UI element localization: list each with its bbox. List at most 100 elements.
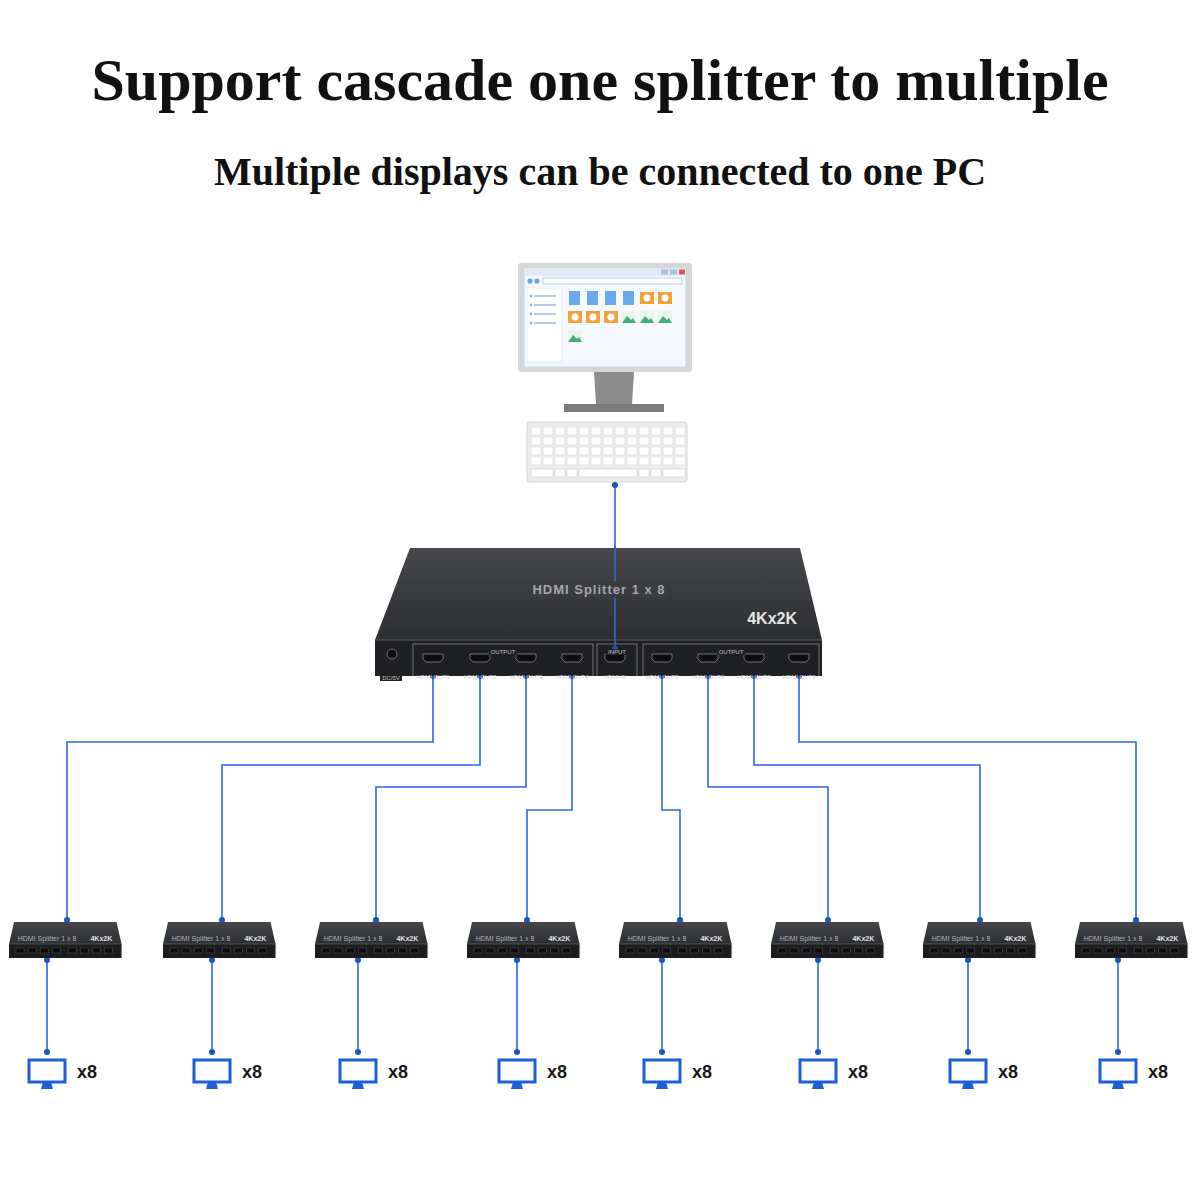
hdmi-socket <box>650 948 658 953</box>
resolution-label: 4Kx2K <box>396 935 418 942</box>
address-bar <box>543 278 682 284</box>
hdmi-socket <box>92 948 100 953</box>
quantity-label: x8 <box>998 1062 1018 1082</box>
hdmi-socket <box>386 948 394 953</box>
monitor-symbol <box>1098 1058 1138 1092</box>
connector-group <box>659 673 683 923</box>
housing-edge <box>467 944 580 945</box>
housing-front <box>467 944 580 958</box>
nav-button <box>534 278 539 283</box>
list-dot <box>530 322 533 325</box>
cascaded-splitter: HDMI Splitter 1 x 84Kx2K <box>1074 920 1189 960</box>
resolution-label: 4Kx2K <box>244 935 266 942</box>
hdmi-socket <box>222 948 230 953</box>
image-mountain <box>622 316 636 323</box>
resolution-label: 4Kx2K <box>700 935 722 942</box>
power-label: DC/5V <box>380 675 402 681</box>
housing-front <box>619 944 732 958</box>
connector-dot <box>815 1049 821 1055</box>
port-group-label: INPUT <box>606 649 628 655</box>
text-slot: HDMI Splitter 1 x 8 <box>628 927 687 945</box>
housing-top <box>467 922 580 944</box>
key <box>663 469 685 477</box>
hdmi-socket <box>498 948 506 953</box>
hdmi-socket <box>1006 948 1014 953</box>
label-slot: Multiple displays can be connected to on… <box>0 148 1200 196</box>
housing-edge <box>619 944 732 945</box>
video-icon <box>640 292 654 304</box>
text-slot: 4Kx2K <box>396 927 418 945</box>
hdmi-socket <box>510 948 518 953</box>
hdmi-socket <box>68 948 76 953</box>
text-slot: 4Kx2K <box>90 927 112 945</box>
resolution-label: 4Kx2K <box>1004 935 1026 942</box>
text-slot: HDMI IN <box>593 665 637 683</box>
quantity-label: x8 <box>692 1062 712 1082</box>
dc-jack <box>387 649 397 659</box>
monitor-frame <box>518 263 692 372</box>
connector-group <box>44 957 50 1055</box>
hdmi-socket <box>1106 948 1114 953</box>
subtitle: Multiple displays can be connected to on… <box>214 149 986 194</box>
hdmi-port: HDMI OUT4 <box>550 650 594 676</box>
cable-connector <box>376 676 526 920</box>
text-slot: HDMI OUT1 <box>411 665 455 683</box>
device-label: HDMI Splitter 1 x 8 <box>628 935 687 942</box>
video-icon <box>604 311 618 323</box>
monitor-stand <box>812 1082 824 1089</box>
monitor-stand <box>1112 1082 1124 1089</box>
hdmi-socket <box>1094 948 1102 953</box>
socket-outline <box>562 654 582 662</box>
housing-top <box>315 922 428 944</box>
hdmi-port: HDMI OUT8 <box>777 650 821 676</box>
socket-outline <box>652 654 672 662</box>
device-label: HDMI Splitter 1 x 8 <box>932 935 991 942</box>
text-slot: HDMI Splitter 1 x 8 <box>780 927 839 945</box>
monitor-screen <box>950 1060 986 1082</box>
monitor-symbol <box>338 1058 378 1092</box>
connector-dot <box>44 1049 50 1055</box>
cable-line <box>614 485 616 548</box>
hdmi-socket <box>52 948 60 953</box>
keyboard-body <box>527 422 687 482</box>
housing-front <box>771 944 884 958</box>
connector-group <box>219 673 483 923</box>
hdmi-socket <box>1082 948 1090 953</box>
hdmi-socket <box>1018 948 1026 953</box>
text-slot: 4Kx2K <box>700 927 722 945</box>
text-slot: HDMI OUT5 <box>640 665 684 683</box>
video-icon-dot <box>608 314 615 321</box>
hdmi-port-socket <box>743 653 765 663</box>
connector-dot <box>514 1049 520 1055</box>
hdmi-socket <box>790 948 798 953</box>
text-slot: HDMI Splitter 1 x 8 <box>476 927 535 945</box>
hdmi-port-socket <box>788 653 810 663</box>
hdmi-socket <box>16 948 24 953</box>
monitor-base <box>564 404 664 412</box>
housing-edge <box>923 944 1036 945</box>
housing-front <box>163 944 276 958</box>
hdmi-socket <box>690 948 698 953</box>
cable-connector <box>67 676 433 920</box>
label-slot: OUTPUT <box>686 640 776 658</box>
port-label: HDMI OUT2 <box>464 674 497 680</box>
video-icon-dot <box>662 295 669 302</box>
text-slot: HDMI Splitter 1 x 8 <box>18 927 77 945</box>
hdmi-socket <box>486 948 494 953</box>
resolution-label: 4Kx2K <box>852 935 874 942</box>
title-slot: Support cascade one splitter to multiple <box>0 44 1200 116</box>
hdmi-socket <box>1118 948 1126 953</box>
hdmi-socket <box>550 948 558 953</box>
hdmi-socket <box>662 948 670 953</box>
quantity-label: x8 <box>388 1062 408 1082</box>
port-label: HDMI OUT6 <box>692 674 725 680</box>
hdmi-socket <box>104 948 112 953</box>
housing-edge <box>1075 944 1188 945</box>
quantity-label: x8 <box>547 1062 567 1082</box>
video-icon <box>658 292 672 304</box>
text-slot: x8 <box>692 1062 712 1083</box>
cascaded-splitter: HDMI Splitter 1 x 84Kx2K <box>314 920 429 960</box>
key <box>639 469 649 477</box>
video-icon <box>586 311 600 323</box>
